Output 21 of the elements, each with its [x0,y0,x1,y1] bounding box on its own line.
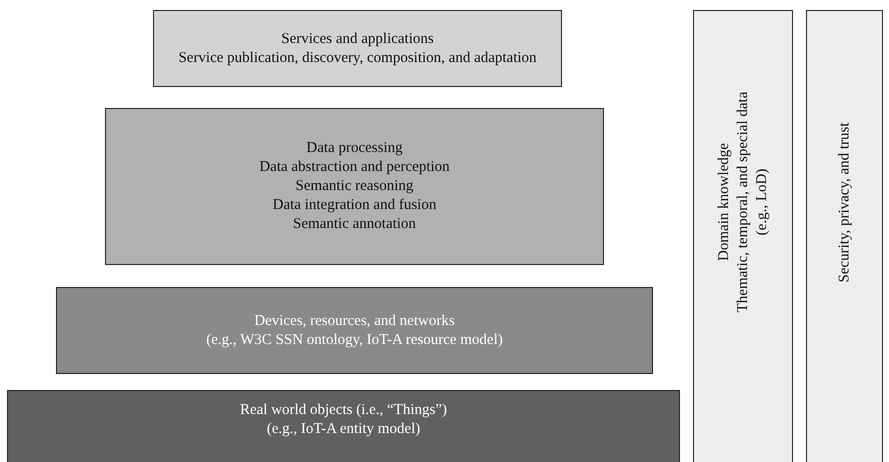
layer-text: Semantic reasoning [296,177,414,196]
layer-text: (e.g., IoT-A entity model) [266,420,420,439]
layer-title: Services and applications [281,30,434,48]
layer-text: (e.g., W3C SSN ontology, IoT-A resource model) [206,330,503,350]
layer-text: Thematic, temporal, and special data [734,92,752,312]
layer-text: Data integration and fusion [272,196,436,215]
layer-title: Data processing [306,139,403,158]
layer-box [56,287,653,374]
layer-box [7,390,680,462]
layer-text: (e.g., LoD) [752,168,770,236]
vertical-column-box [806,10,883,462]
layer-title: Security, privacy, and trust [835,122,853,282]
layer-title: Real world objects (i.e., “Things”) [240,401,448,420]
layer-title: Domain knowledge [714,143,732,261]
layer-title: Devices, resources, and networks [254,312,455,330]
layer-box [105,108,604,265]
layer-text: Service publication, discovery, composition, and adaptation [178,48,537,68]
layer-text: Semantic annotation [293,215,416,234]
layer-box [153,10,562,87]
layer-text: Data abstraction and perception [259,158,450,177]
vertical-column-box [693,10,793,462]
